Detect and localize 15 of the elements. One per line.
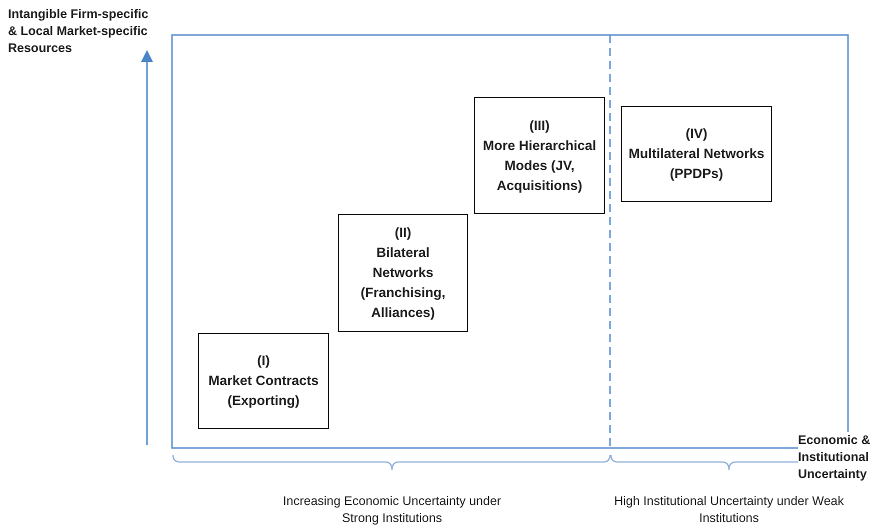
mode-box	[474, 97, 605, 214]
bracket-label: Increasing Economic Uncertainty under Strong Institutions	[282, 493, 502, 527]
bracket-label: High Institutional Uncertainty under Weak Institutions	[613, 493, 845, 527]
mode-box	[198, 333, 329, 429]
roman-numeral: (I)	[257, 352, 270, 370]
mode-box	[621, 106, 772, 202]
roman-numeral: (III)	[529, 116, 550, 135]
box-text: Multilateral Networks (PPDPs)	[628, 145, 765, 183]
mode-box	[338, 214, 468, 332]
axis-title: Intangible Firm-specific & Local Market-specific Resources	[8, 6, 150, 57]
box-text: More Hierarchical Modes (JV, Acquisitions)	[482, 136, 598, 195]
box-text: Bilateral Networks (Franchising, Alliances)	[360, 244, 446, 322]
roman-numeral: (II)	[394, 224, 412, 242]
box-text: Market Contracts (Exporting)	[207, 372, 320, 410]
roman-numeral: (IV)	[686, 125, 708, 143]
